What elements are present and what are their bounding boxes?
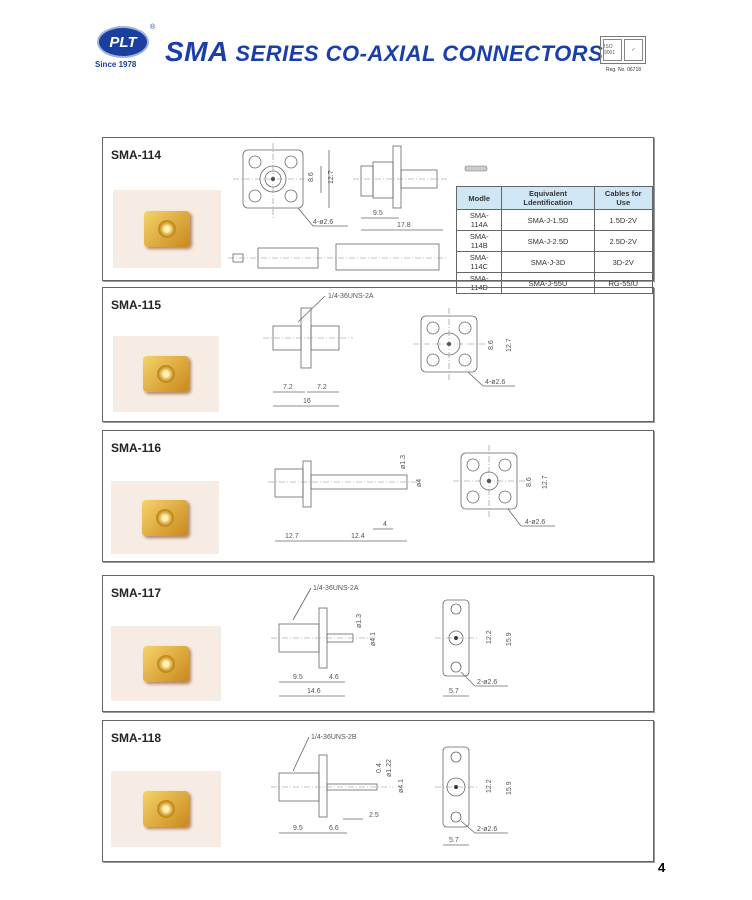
- dim-label: 9.5: [373, 210, 383, 217]
- dim-label: 15.9: [506, 632, 513, 646]
- reg-number: Reg. No. 06718: [606, 67, 642, 73]
- dim-label: 1/4-36UNS-2B: [311, 734, 357, 741]
- dim-label: 12.7: [542, 475, 549, 489]
- dim-label: 8.6: [488, 340, 495, 350]
- dim-label: 1/4-36UNS-2A: [313, 585, 359, 592]
- dim-label: ø1.3: [400, 455, 407, 469]
- column-header: Modle: [455, 186, 503, 210]
- table-header-row: Modle Equivalent Ldentification Cables f…: [455, 186, 654, 210]
- section-sma-117: SMA-117 1/4-36UNS-2A ø1.3 ø4.1 9.5 4.6 1…: [102, 575, 654, 712]
- table-cell: SMA-114A: [455, 209, 503, 231]
- dim-label: 7.2: [317, 384, 327, 391]
- dim-label: 5.7: [449, 688, 459, 695]
- title-bold: SMA: [165, 36, 229, 67]
- section-sma-114: SMA-114 8.6 12.7 4-ø2.6 9.5 17.8 Modle E…: [102, 137, 654, 294]
- table-cell: 1.5D-2V: [593, 209, 654, 231]
- table-cell: SMA-J-2.5D: [501, 230, 595, 252]
- technical-drawing: ø1.3 ø4 4 12.7 12.4 8.6 12.7 4-ø2.6: [268, 445, 555, 542]
- product-photo: [113, 190, 221, 268]
- dim-label: 2-ø2.6: [477, 826, 497, 833]
- column-header: Cables for Use: [593, 186, 654, 210]
- page-number: 4: [658, 860, 666, 875]
- dim-label: 16: [303, 398, 311, 405]
- logo-text: PLT: [109, 33, 137, 51]
- dim-label: 4-ø2.6: [313, 219, 333, 226]
- table-cell: SMA-J-1.5D: [501, 209, 595, 231]
- dim-label: 12.7: [328, 170, 335, 184]
- model-table: Modle Equivalent Ldentification Cables f…: [455, 186, 654, 294]
- section-label: SMA-117: [111, 586, 162, 600]
- dim-label: 17.8: [397, 222, 411, 229]
- technical-drawing: 8.6 12.7 4-ø2.6 9.5 17.8: [228, 143, 488, 271]
- since-text: Since 1978: [95, 60, 137, 69]
- dim-label: 0.4: [376, 763, 383, 773]
- technical-drawing: 1/4-36UNS-2A ø1.3 ø4.1 9.5 4.6 14.6 12.2…: [271, 585, 513, 697]
- section-label: SMA-116: [111, 441, 162, 455]
- dim-label: 2-ø2.6: [477, 679, 497, 686]
- dim-label: ø4.1: [370, 632, 377, 646]
- section-label: SMA-115: [111, 298, 162, 312]
- title-rest: SERIES CO-AXIAL CONNECTORS: [228, 41, 604, 66]
- check-badge-icon: ✓: [624, 39, 643, 61]
- dim-label: 9.5: [293, 825, 303, 832]
- page-title: SMA SERIES CO-AXIAL CONNECTORS: [165, 36, 603, 68]
- dim-label: 7.2: [283, 384, 293, 391]
- technical-drawing: 1/4-36UNS-2A 7.2 7.2 16 8.6 12.7 4-ø2.6: [263, 293, 515, 407]
- section-label: SMA-118: [111, 731, 162, 745]
- dim-label: 1/4-36UNS-2A: [328, 293, 374, 300]
- table-cell: SMA-114C: [455, 251, 503, 273]
- dim-label: 12.2: [486, 630, 493, 644]
- dim-label: 4: [383, 521, 387, 528]
- table-cell: SMA-114B: [455, 230, 503, 252]
- dim-label: ø4.1: [398, 779, 405, 793]
- dim-label: 12.7: [285, 533, 299, 540]
- table-cell: RG-55/U: [593, 272, 654, 294]
- certification-badges: ISO 9001 ✓: [600, 36, 646, 64]
- product-photo: [111, 626, 221, 701]
- dim-label: 6.6: [329, 825, 339, 832]
- dim-label: 4.6: [329, 674, 339, 681]
- plt-logo: PLT: [97, 26, 149, 58]
- dim-label: ø1.22: [386, 759, 393, 777]
- dim-label: 15.9: [506, 781, 513, 795]
- dim-label: 12.7: [506, 338, 513, 352]
- table-cell: 2.5D-2V: [593, 230, 654, 252]
- iso-badge-icon: ISO 9001: [603, 39, 622, 61]
- dim-label: 14.6: [307, 688, 321, 695]
- table-cell: 3D-2V: [593, 251, 654, 273]
- product-photo: [113, 336, 219, 412]
- dim-label: 9.5: [293, 674, 303, 681]
- dim-label: 4-ø2.6: [525, 519, 545, 526]
- section-sma-118: SMA-118 1/4-36UNS-2B 0.4 ø1.22 ø4.1 2.5 …: [102, 720, 654, 862]
- registered-mark: ®: [150, 24, 156, 31]
- column-header: Equivalent Ldentification: [501, 186, 595, 210]
- dim-label: 2.5: [369, 812, 379, 819]
- dim-label: 12.2: [486, 779, 493, 793]
- section-label: SMA-114: [111, 148, 162, 162]
- dim-label: 4-ø2.6: [485, 379, 505, 386]
- dim-label: 5.7: [449, 837, 459, 844]
- dim-label: 8.6: [526, 477, 533, 487]
- dim-label: ø4: [416, 479, 423, 487]
- product-photo: [111, 481, 219, 554]
- section-sma-116: SMA-116 ø1.3 ø4 4 12.7 12.4 8.6 12.7 4-ø…: [102, 430, 654, 562]
- dim-label: 12.4: [351, 533, 365, 540]
- dim-label: 8.6: [308, 172, 315, 182]
- dim-label: ø1.3: [356, 614, 363, 628]
- technical-drawing: 1/4-36UNS-2B 0.4 ø1.22 ø4.1 2.5 9.5 6.6 …: [271, 734, 513, 846]
- table-cell: SMA-J-3D: [501, 251, 595, 273]
- section-sma-115: SMA-115 1/4-36UNS-2A 7.2 7.2 16 8.6 12.7…: [102, 287, 654, 422]
- product-photo: [111, 771, 221, 847]
